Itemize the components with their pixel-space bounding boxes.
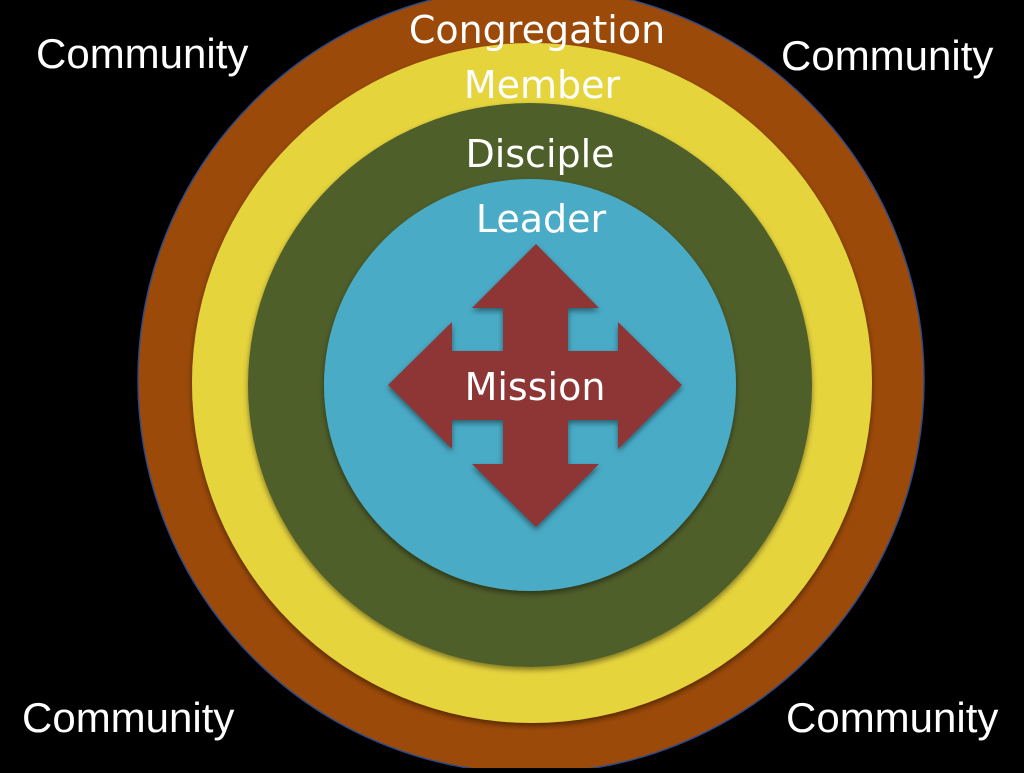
ring-label-disciple: Disciple [465,132,614,176]
community-label-top-right: Community [781,32,994,79]
community-label-top-left: Community [36,30,249,77]
ring-label-leader: Leader [476,197,607,241]
ring-label-congregation: Congregation [409,8,665,52]
community-label-bottom-right: Community [786,694,999,741]
four-way-arrow-icon [388,244,682,527]
center-label-mission: Mission [465,365,606,409]
community-label-bottom-left: Community [22,694,235,741]
ring-label-member: Member [464,63,621,107]
